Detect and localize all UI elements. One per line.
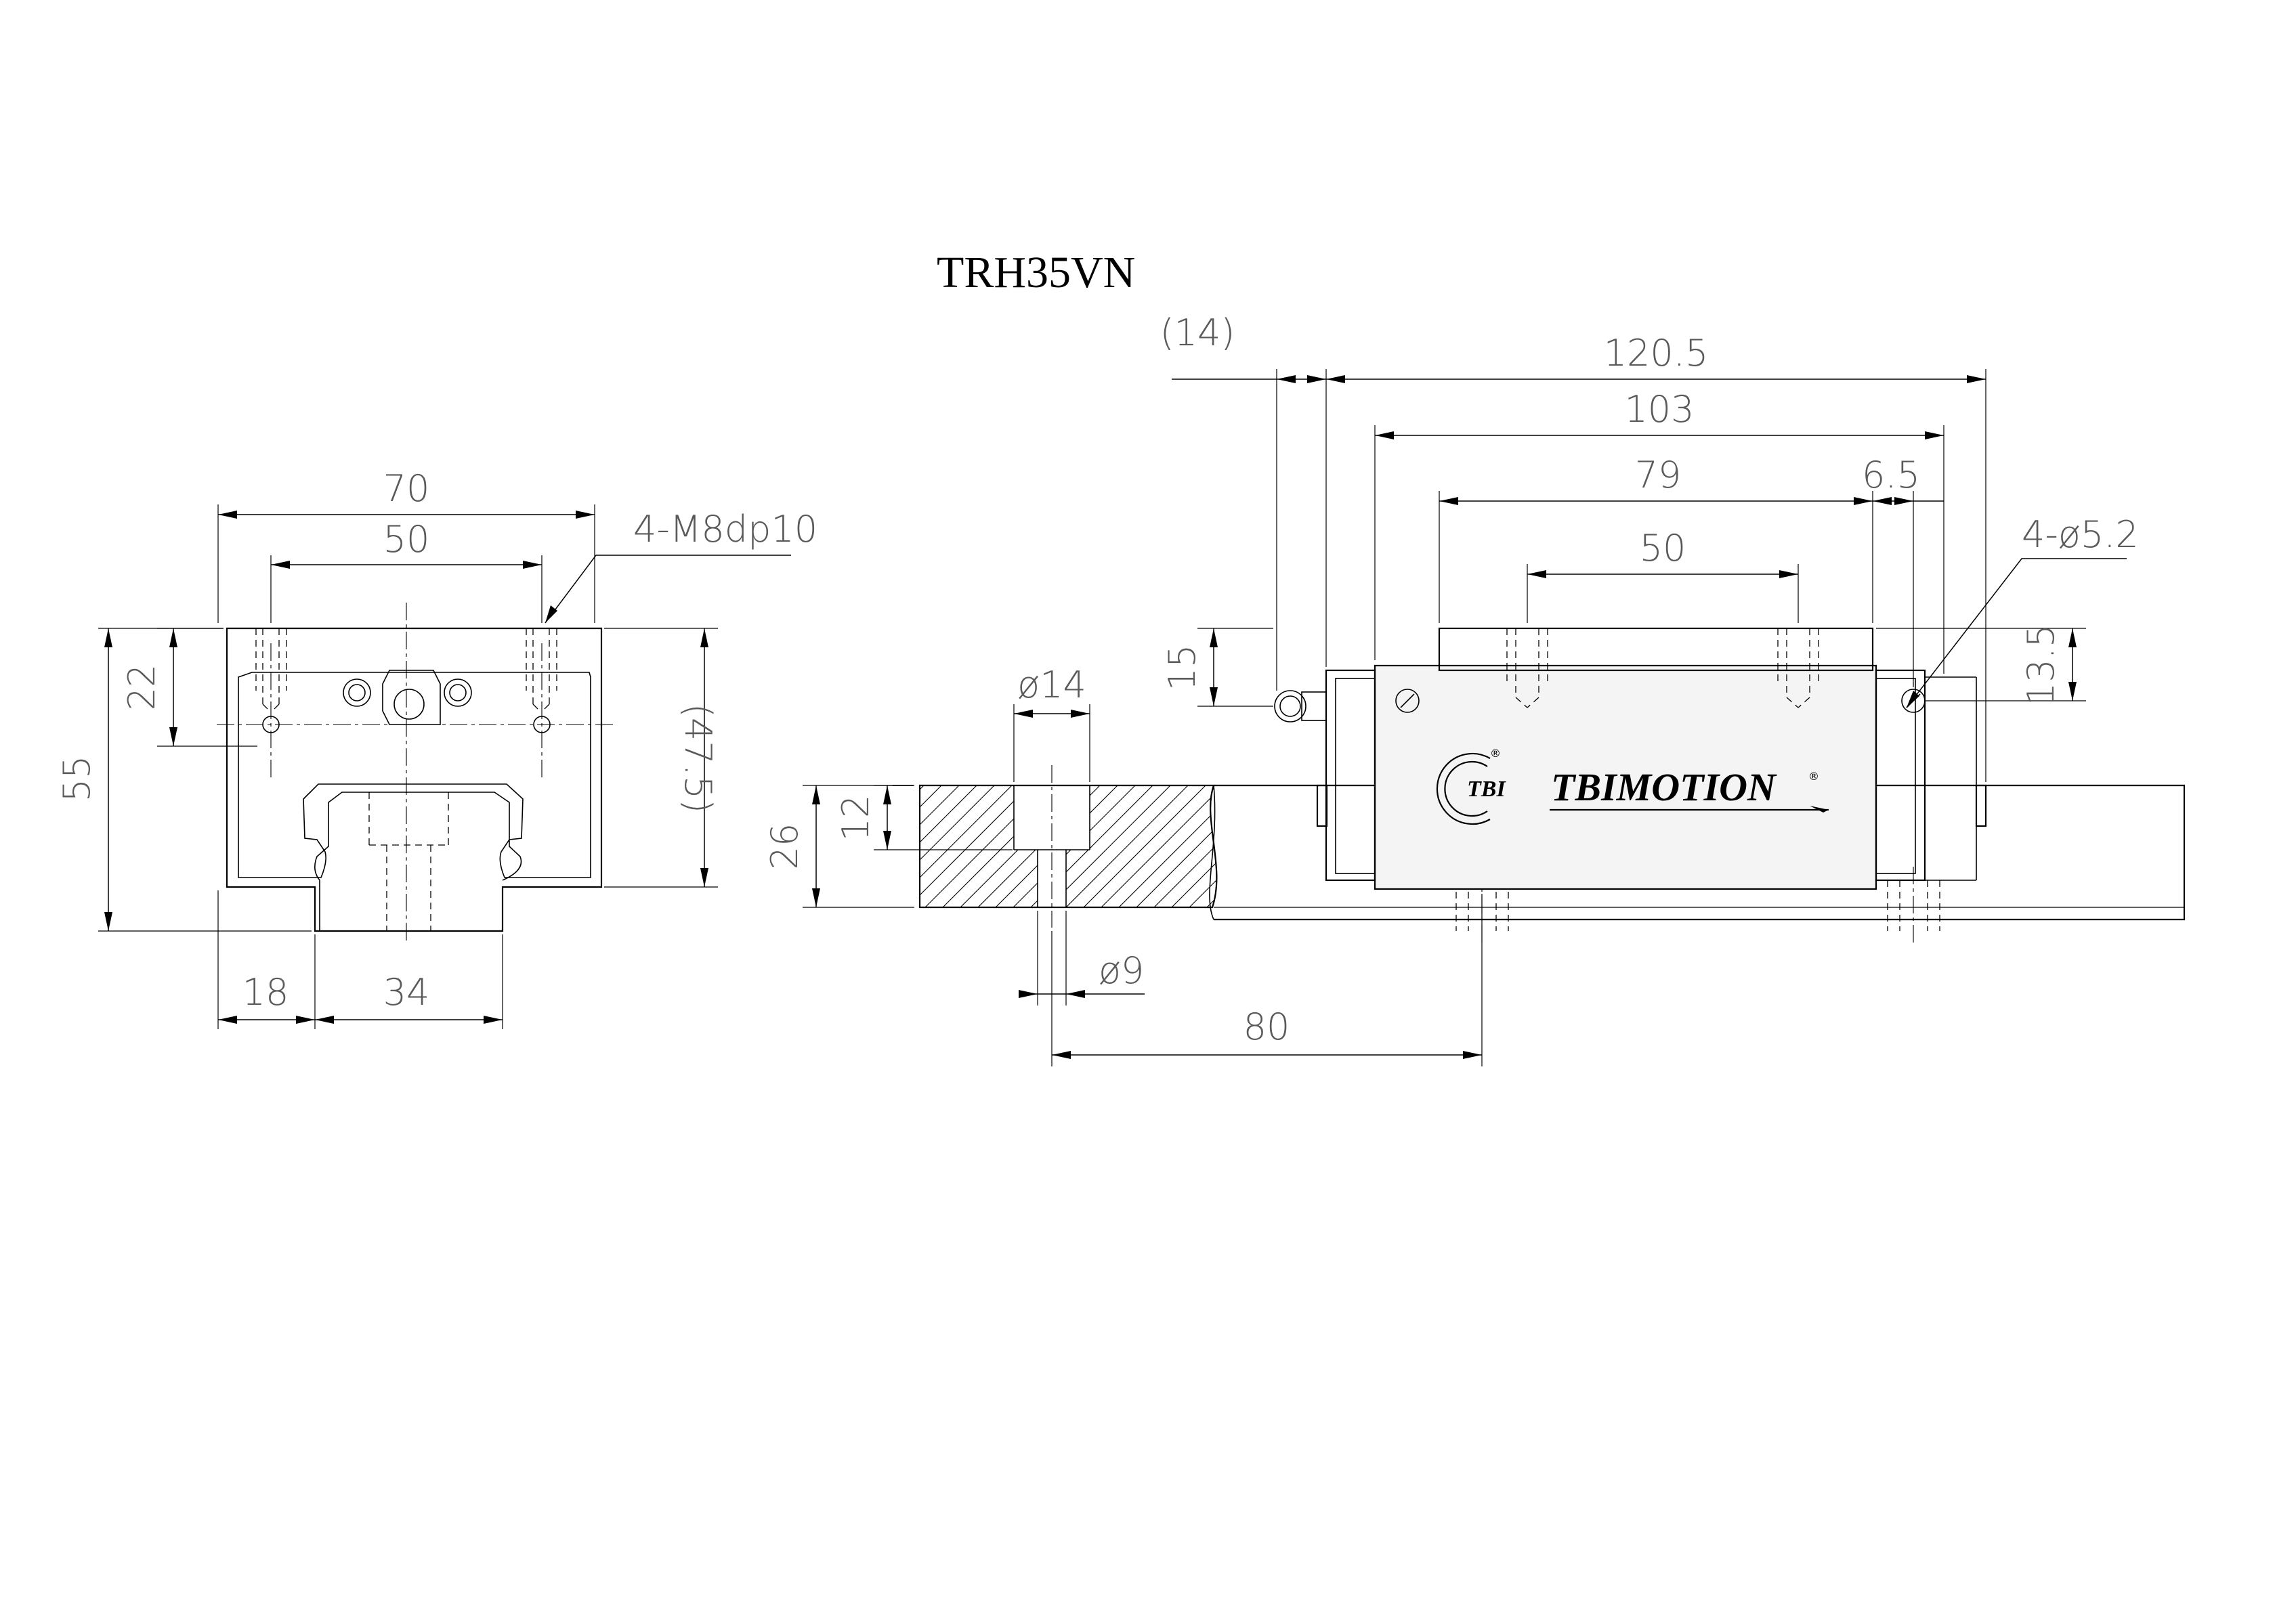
block-outline xyxy=(226,627,603,932)
callout-grease-holes: 4-ø5.2 xyxy=(2022,513,2139,556)
end-plate-left xyxy=(1325,669,1376,882)
plug-icon xyxy=(343,678,371,707)
dim-counterbore-diameter: ø14 xyxy=(1017,664,1086,706)
hatch-line xyxy=(1225,785,1346,907)
hatch-line xyxy=(1189,785,1217,907)
dim-rail-offset: 18 xyxy=(242,971,289,1014)
svg-text:®: ® xyxy=(1490,747,1501,760)
dim-height-overall: 55 xyxy=(56,756,98,802)
carriage-top xyxy=(1438,627,1874,672)
rail-profile xyxy=(314,792,522,931)
hatch-line xyxy=(920,785,977,907)
hatch-line xyxy=(1118,785,1217,907)
dim-mount-length: 79 xyxy=(1635,454,1682,496)
dim-width-overall: 70 xyxy=(383,467,430,510)
rail-section: ø14 ø9 12 26 80 xyxy=(763,664,1483,1066)
svg-text:®: ® xyxy=(1808,770,1819,783)
dim-hole-height: 13.5 xyxy=(2020,624,2062,706)
dim-block-length: 120.5 xyxy=(1604,332,1709,374)
dim-counterbore-depth: 12 xyxy=(834,795,877,842)
hatch-line xyxy=(1136,785,1217,907)
hatch-line xyxy=(920,785,1013,907)
hatch-line xyxy=(1048,785,1171,907)
tapped-hole-side-right xyxy=(1777,628,1819,708)
svg-text:TBI: TBI xyxy=(1467,777,1506,802)
grease-hole-left xyxy=(1395,689,1420,713)
hatch-line xyxy=(920,785,942,907)
hatch-line xyxy=(1171,785,1217,907)
tapped-hole-side-left xyxy=(1506,628,1548,708)
hatch-line xyxy=(1206,785,1217,907)
hatch-line xyxy=(1260,785,1382,907)
hatch-line xyxy=(920,785,960,907)
tapped-hole-right xyxy=(526,628,557,713)
hatch-line xyxy=(1083,785,1206,907)
dim-block-height: (47.5) xyxy=(677,704,719,813)
dim-side-mount-spacing: 50 xyxy=(1640,527,1686,569)
grease-nipple-icon xyxy=(1274,690,1327,722)
dim-end-offset: 6.5 xyxy=(1862,454,1920,496)
dim-mount-spacing: 50 xyxy=(383,518,430,561)
dim-rail-width: 34 xyxy=(383,971,430,1014)
side-view: TBI ® TBIMOTION ® (14) 120.5 103 7 xyxy=(1160,311,2186,945)
hatch-line xyxy=(920,785,995,907)
drawing-title: TRH35VN xyxy=(937,248,1135,297)
end-seal-left xyxy=(1316,784,1328,827)
end-seal-right xyxy=(1975,784,1987,827)
tapped-hole-left xyxy=(255,628,287,713)
hatch-line xyxy=(1065,785,1189,907)
dim-nipple-height: 15 xyxy=(1161,645,1204,691)
dim-nipple-length: (14) xyxy=(1160,311,1235,354)
dim-hole-pitch: 80 xyxy=(1243,1006,1290,1048)
hatch-line xyxy=(1101,785,1217,907)
grease-nipple-icon xyxy=(382,670,472,725)
dim-tap-height: 22 xyxy=(121,664,163,711)
callout-tapped-holes: 4-M8dp10 xyxy=(633,508,817,550)
hatch-line xyxy=(920,785,1030,907)
brand-name: TBIMOTION xyxy=(1551,765,1777,809)
block-recess xyxy=(238,672,591,878)
end-plate-right xyxy=(1875,669,1926,882)
hatch-line xyxy=(1242,785,1364,907)
dim-rail-height: 26 xyxy=(763,823,806,870)
dim-body-length: 103 xyxy=(1624,388,1694,431)
dim-through-hole-diameter: ø9 xyxy=(1099,949,1144,992)
end-view: 70 50 4-M8dp10 22 55 (47.5) xyxy=(56,467,817,1029)
carriage-body xyxy=(1374,664,1877,890)
tbi-logo-icon: TBI ® xyxy=(1436,747,1506,825)
